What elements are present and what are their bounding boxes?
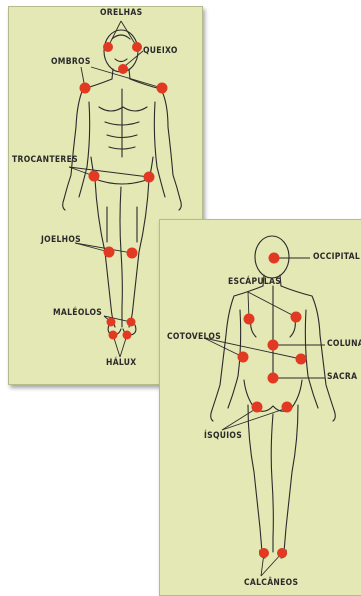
point-ear-left [132,42,142,52]
back-view-panel: OCCIPITAL ESCÁPULAS COTOVELOS COLUNA SAC… [159,219,361,596]
point-trochanter-right [89,171,100,182]
point-heel-left [277,548,287,558]
point-shoulder-right [80,83,91,94]
label-hallux: HÁLUX [106,359,137,368]
label-sacrum: SACRA [327,373,357,382]
label-spine: COLUNA [327,340,361,349]
label-elbows: COTOVELOS [167,333,221,342]
point-heel-right [259,548,269,558]
label-chin: QUEIXO [143,47,178,56]
label-occipital: OCCIPITAL [313,253,360,262]
point-chin [118,64,128,74]
point-ischium-left [282,402,293,413]
point-elbow-right [238,352,249,363]
label-malleoli: MALÉOLOS [53,309,102,318]
point-scapula-right [244,314,255,325]
point-shoulder-left [157,83,168,94]
point-occipital [269,253,280,264]
label-knees: JOELHOS [41,236,81,245]
point-knee-right [104,247,115,258]
point-knee-left [127,248,138,259]
label-ischia: ÍSQUIOS [204,432,242,441]
point-elbow-left [296,354,307,365]
label-heels: CALCÂNEOS [244,579,298,588]
point-spine [268,340,279,351]
point-ear-right [103,42,113,52]
point-trochanter-left [144,172,155,183]
point-ischium-right [252,402,263,413]
point-malleolus-left [127,318,136,327]
point-malleolus-right [107,318,116,327]
label-shoulders: OMBROS [51,58,91,67]
label-scapulae: ESCÁPULAS [228,278,281,287]
label-ears: ORELHAS [100,9,142,18]
label-trochanters: TROCANTERES [12,156,78,165]
point-sacrum [268,373,279,384]
point-hallux-left [123,331,132,340]
point-scapula-left [291,312,302,323]
point-hallux-right [109,331,118,340]
